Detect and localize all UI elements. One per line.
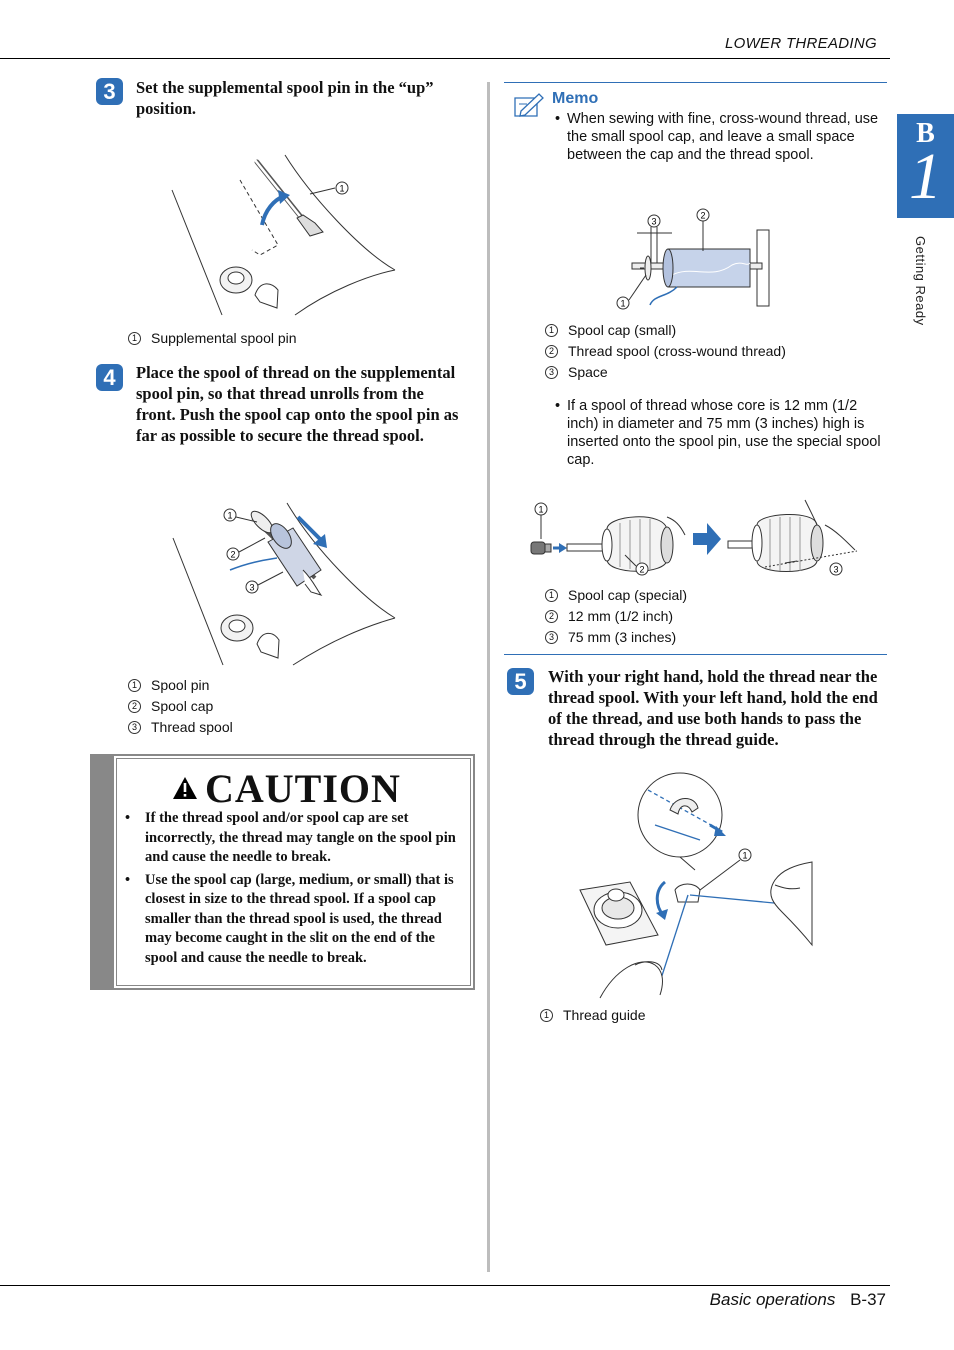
step-number-5: 5 bbox=[507, 668, 534, 695]
legend-label: Spool cap (special) bbox=[568, 587, 688, 603]
caution-list: If the thread spool and/or spool cap are… bbox=[119, 809, 469, 971]
callout-label: 2 bbox=[639, 565, 644, 575]
chapter-tab: B 1 bbox=[897, 114, 954, 218]
spool-pin-up-illustration: 1 bbox=[171, 154, 396, 316]
caution-title: CAUTION bbox=[205, 766, 401, 811]
callout-label: 2 bbox=[700, 211, 705, 221]
legend-num: 1 bbox=[545, 588, 558, 602]
callout-label: 1 bbox=[339, 184, 344, 194]
caution-item: If the thread spool and/or spool cap are… bbox=[119, 809, 469, 868]
bullet-dot: • bbox=[555, 111, 561, 127]
legend-item: 1 Thread guide bbox=[540, 1005, 646, 1026]
warning-triangle-icon bbox=[173, 777, 197, 799]
legend-item: 2 Spool cap bbox=[128, 696, 233, 717]
legend-num: 3 bbox=[545, 365, 558, 379]
legend-num: 2 bbox=[128, 699, 141, 713]
chapter-tab-number: 1 bbox=[909, 140, 942, 213]
legend-item: 1 Spool pin bbox=[128, 675, 233, 696]
chapter-tab-letter: B bbox=[916, 118, 935, 149]
thread-spool-on-pin-illustration: 1 2 3 bbox=[172, 502, 396, 666]
legend-label: Spool pin bbox=[151, 677, 210, 693]
legend-label: Thread spool bbox=[151, 719, 233, 735]
memo-pencil-icon bbox=[514, 93, 544, 117]
legend-item: 3 Space bbox=[545, 362, 786, 383]
step-number-3: 3 bbox=[96, 78, 123, 105]
legend-label: Spool cap bbox=[151, 698, 214, 714]
legend-item: 3 Thread spool bbox=[128, 717, 233, 738]
legend-num: 1 bbox=[128, 331, 141, 345]
callout-label: 3 bbox=[249, 583, 254, 593]
thread-guide-illustration: 1 bbox=[579, 772, 813, 999]
legend-item: 1 Spool cap (small) bbox=[545, 320, 786, 341]
legend-item: 2 12 mm (1/2 inch) bbox=[545, 606, 687, 627]
page-number: B-37 bbox=[850, 1290, 886, 1309]
legend-label: 75 mm (3 inches) bbox=[568, 629, 677, 645]
callout-label: 1 bbox=[538, 505, 543, 515]
footer-rule bbox=[0, 1285, 890, 1286]
legend-num: 2 bbox=[545, 344, 558, 358]
caution-box: CAUTION If the thread spool and/or spool… bbox=[90, 754, 475, 990]
step-number-4: 4 bbox=[96, 364, 123, 391]
memo-title: Memo bbox=[552, 90, 599, 107]
callout-label: 3 bbox=[833, 565, 838, 575]
chapter-side-label: Getting Ready bbox=[913, 236, 928, 326]
caution-inner-frame: CAUTION If the thread spool and/or spool… bbox=[116, 758, 471, 986]
step-4-instruction: Place the spool of thread on the supplem… bbox=[136, 363, 459, 445]
footer-title: Basic operations bbox=[709, 1290, 836, 1309]
legend-num: 3 bbox=[545, 630, 558, 644]
legend-label: Thread guide bbox=[563, 1007, 646, 1023]
memo-legend-2: 1 Spool cap (special) 2 12 mm (1/2 inch) 3… bbox=[545, 585, 687, 648]
running-header: LOWER THREADING bbox=[724, 35, 877, 52]
legend-label: Supplemental spool pin bbox=[151, 330, 297, 346]
memo-bullet-2: If a spool of thread whose core is 12 mm… bbox=[567, 398, 881, 468]
legend-item: 1 Spool cap (special) bbox=[545, 585, 687, 606]
header-rule bbox=[0, 58, 890, 59]
memo-legend-1: 1 Spool cap (small) 2 Thread spool (cross-… bbox=[545, 320, 786, 383]
callout-label: 1 bbox=[742, 851, 747, 861]
step-5-instruction: With your right hand, hold the thread ne… bbox=[548, 667, 878, 749]
step-4-legend: 1 Spool pin 2 Spool cap 3 Thread spool bbox=[128, 675, 233, 738]
legend-label: Space bbox=[568, 364, 608, 380]
callout-label: 1 bbox=[620, 299, 625, 309]
callout-label: 1 bbox=[227, 511, 232, 521]
legend-item: 2 Thread spool (cross-wound thread) bbox=[545, 341, 786, 362]
step-3-legend: 1 Supplemental spool pin bbox=[128, 328, 297, 349]
memo-top-rule bbox=[504, 82, 887, 83]
callout-label: 3 bbox=[651, 217, 656, 227]
legend-num: 1 bbox=[545, 323, 558, 337]
memo-bottom-rule bbox=[504, 654, 887, 655]
legend-num: 1 bbox=[540, 1008, 553, 1022]
legend-label: Thread spool (cross-wound thread) bbox=[568, 343, 786, 359]
legend-label: 12 mm (1/2 inch) bbox=[568, 608, 674, 624]
callout-label: 2 bbox=[230, 550, 235, 560]
special-spool-cap-illustration: 1 2 3 bbox=[530, 499, 858, 576]
step-3-instruction: Set the supplemental spool pin in the “u… bbox=[136, 78, 434, 118]
legend-num: 2 bbox=[545, 609, 558, 623]
legend-item: 3 75 mm (3 inches) bbox=[545, 627, 687, 648]
caution-item: Use the spool cap (large, medium, or sma… bbox=[119, 871, 469, 969]
legend-num: 3 bbox=[128, 720, 141, 734]
bullet-dot: • bbox=[555, 398, 561, 414]
caution-side-bar bbox=[92, 756, 114, 988]
legend-item: 1 Supplemental spool pin bbox=[128, 328, 297, 349]
step-5-legend: 1 Thread guide bbox=[540, 1005, 646, 1026]
legend-label: Spool cap (small) bbox=[568, 322, 677, 338]
column-divider bbox=[487, 82, 490, 1272]
page-footer: Basic operations B-37 bbox=[710, 1290, 886, 1310]
legend-num: 1 bbox=[128, 678, 141, 692]
memo-bullet-1: When sewing with fine, cross-wound threa… bbox=[567, 111, 879, 163]
small-spool-cap-illustration: 3 2 1 bbox=[616, 208, 770, 310]
